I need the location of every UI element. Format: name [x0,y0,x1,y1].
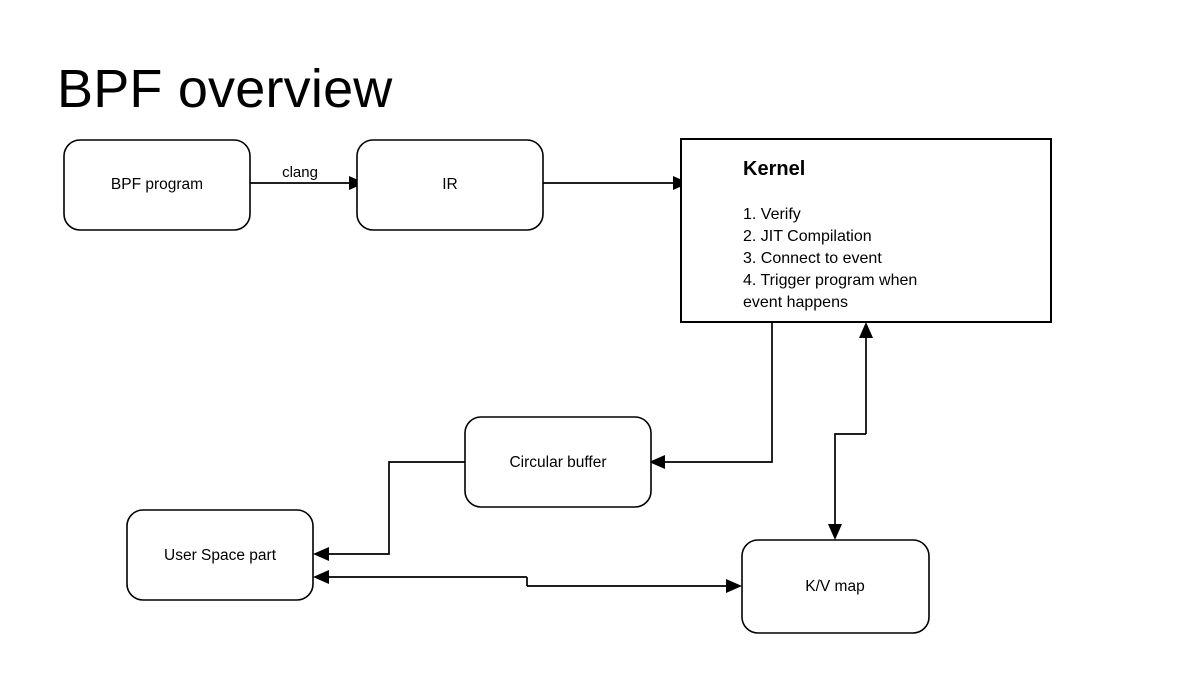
node-shape[interactable] [680,138,1052,323]
edge-line [329,461,465,555]
arrowhead-icon [649,455,665,469]
kernel-step-4-cont: event happens [743,294,848,311]
edge-kernel-to-circular-buffer [649,322,773,469]
arrowhead-icon [859,322,873,338]
edge-user-space-to-kv-map [527,579,742,593]
edge-circular-buffer-to-user-space [313,461,465,561]
edge-kv-map-to-user-space [313,570,527,584]
kernel-heading: Kernel [743,158,805,180]
arrowhead-icon [313,570,329,584]
node-user-space-part[interactable]: User Space part [126,509,314,601]
node-label: K/V map [805,578,864,595]
node-shape[interactable] [63,139,251,231]
node-label: IR [442,176,458,193]
arrowhead-icon [313,547,329,561]
node-shape[interactable] [464,416,652,508]
node-ir[interactable]: IR [356,139,544,231]
arrowhead-icon [828,524,842,540]
node-circular-buffer[interactable]: Circular buffer [464,416,652,508]
edge-kernel-to-kv-map [828,433,866,540]
kernel-step-3: 3. Connect to event [743,250,882,267]
node-kernel[interactable]: Kernel 1. Verify 2. JIT Compilation 3. C… [680,138,1052,323]
edge-label-clang: clang [282,164,318,181]
node-shape[interactable] [126,509,314,601]
node-label: BPF program [111,176,203,193]
edge-line [834,433,866,524]
node-bpf-program[interactable]: BPF program [63,139,251,231]
node-shape[interactable] [356,139,544,231]
edge-line [665,322,773,463]
node-label: User Space part [164,547,277,564]
arrowhead-icon [726,579,742,593]
edge-ir-to-kernel [543,176,689,190]
kernel-step-4: 4. Trigger program when [743,272,917,289]
node-kv-map[interactable]: K/V map [741,539,930,634]
edge-kv-map-to-kernel [859,322,873,434]
page-title: BPF overview [57,59,393,119]
kernel-step-2: 2. JIT Compilation [743,228,872,245]
node-label: Circular buffer [509,454,606,471]
node-shape[interactable] [741,539,930,634]
kernel-step-1: 1. Verify [743,206,801,223]
